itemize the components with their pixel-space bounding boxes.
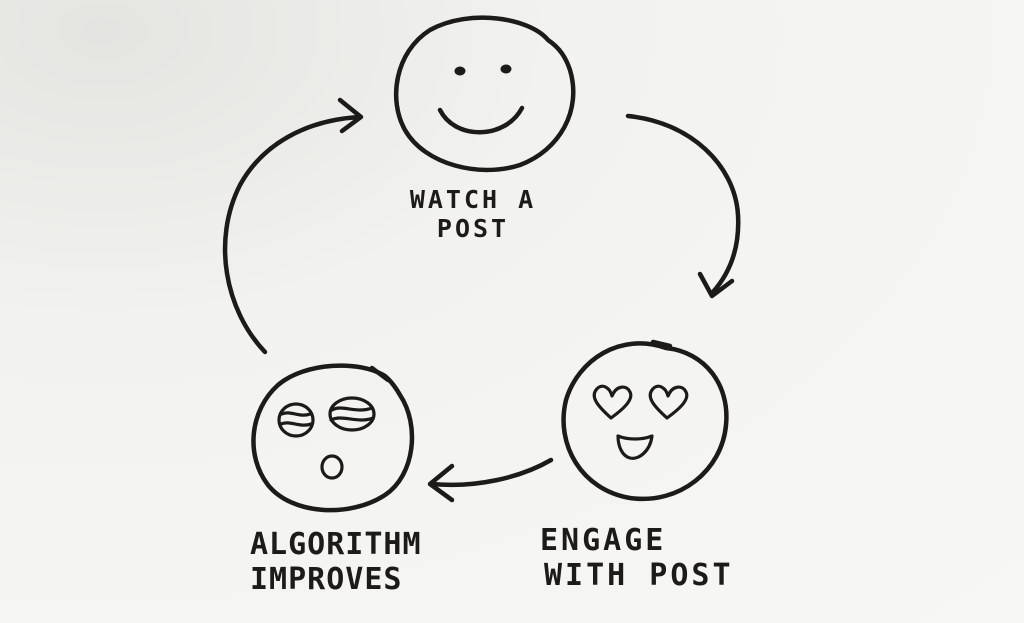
node-label-line: WITH POST [544,557,734,593]
arrow-algorithm-to-watch [222,97,364,355]
node-label-watch: WATCH A POST [378,185,568,244]
node-label-line: POST [436,213,510,243]
arrow-engage-to-algorithm [427,457,554,503]
node-label-engage: ENGAGE WITH POST [540,523,740,593]
node-label-algorithm: ALGORITHM IMPROVES [250,527,450,597]
arrow-watch-to-engage [625,113,741,299]
node-label-line: WATCH A [409,185,537,214]
node-label-line: IMPROVES [250,561,403,597]
heart-eyes-face-icon [561,339,729,502]
node-label-line: ENGAGE [540,523,667,558]
smiley-face-icon [393,15,576,173]
node-label-line: ALGORITHM [250,527,422,562]
dazed-face-icon [251,363,415,513]
